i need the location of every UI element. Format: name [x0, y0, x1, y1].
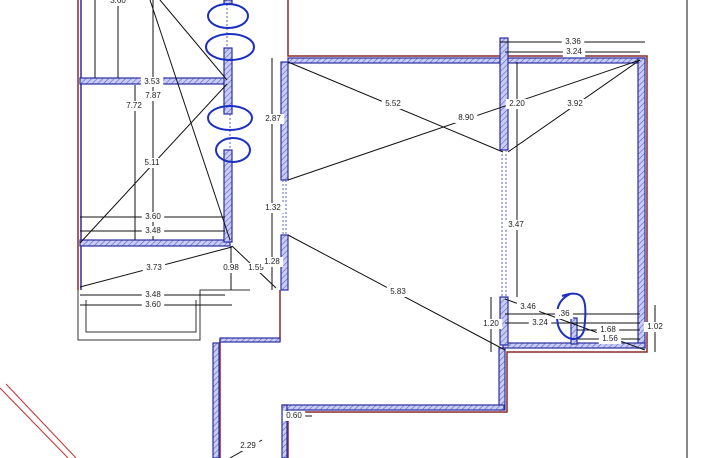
dimension-label: 1.32 — [265, 203, 281, 212]
label-background — [386, 287, 410, 297]
label-background — [479, 319, 503, 329]
label-background — [561, 37, 585, 47]
label-background — [381, 99, 405, 109]
dimension-label: 2.20 — [509, 99, 525, 108]
label-background — [122, 101, 146, 111]
dimension-label: 0.60 — [286, 411, 302, 420]
label-background — [141, 290, 165, 300]
dimension-label: 1.68 — [600, 325, 616, 334]
dimension-label: 5.11 — [145, 158, 161, 167]
label-background — [598, 334, 622, 344]
label-background — [282, 411, 306, 421]
dimension-label: 3.60 — [110, 0, 126, 5]
label-background — [528, 318, 552, 328]
label-background — [454, 113, 478, 123]
dimension-label: 1.20 — [483, 319, 499, 328]
dimension-label: 1.55 — [248, 263, 264, 272]
label-background — [140, 77, 164, 87]
dimension-label: 3.60 — [145, 212, 161, 221]
dimension-label: 3.48 — [145, 290, 161, 299]
dimension-labels: 3.603.537.877.725.112.871.323.603.483.73… — [106, 0, 667, 451]
label-background — [643, 322, 667, 332]
label-background — [219, 263, 243, 273]
dimension-label: 8.90 — [458, 113, 474, 122]
label-background — [142, 263, 166, 273]
dimension-label: .36 — [558, 309, 570, 318]
dimension-label: 7.87 — [145, 91, 161, 100]
dimension-lines — [79, 0, 656, 458]
dimension-label: 3.48 — [145, 226, 161, 235]
walls — [79, 0, 646, 458]
dimension-label: 3.36 — [565, 37, 581, 46]
dimension-label: 1.02 — [647, 322, 663, 331]
label-background — [141, 91, 165, 101]
dimension-label: 2.87 — [265, 114, 281, 123]
dimension-label: 2.29 — [240, 441, 256, 450]
exterior-outline — [0, 0, 688, 458]
dimension-label: 3.53 — [144, 77, 160, 86]
dimension-label: 7.72 — [126, 101, 142, 110]
label-background — [141, 300, 165, 310]
label-background — [261, 114, 285, 124]
label-background — [562, 47, 586, 57]
label-background — [504, 220, 528, 230]
dimension-label: 3.47 — [508, 220, 524, 229]
dimension-label: 5.52 — [385, 99, 401, 108]
label-background — [141, 226, 165, 236]
dimension-label: 1.56 — [602, 334, 618, 343]
label-background — [106, 0, 130, 6]
label-background — [516, 302, 540, 312]
handwritten-markups — [205, 3, 587, 340]
label-background — [140, 158, 164, 168]
label-background — [244, 263, 268, 273]
dimension-label: 1.28 — [264, 257, 280, 266]
label-background — [261, 203, 285, 213]
dimension-label: 3.46 — [520, 302, 536, 311]
dimension-label: 0.98 — [223, 263, 239, 272]
dimension-label: 5.83 — [390, 287, 406, 296]
label-background — [505, 99, 529, 109]
dimension-label: 3.60 — [145, 300, 161, 309]
dimension-label: 3.24 — [566, 47, 582, 56]
label-background — [563, 99, 587, 109]
label-background — [596, 325, 620, 335]
label-background — [555, 309, 573, 319]
label-background — [141, 212, 165, 222]
label-background — [260, 257, 284, 267]
dimension-label: 3.24 — [532, 318, 548, 327]
dimension-label: 3.73 — [146, 263, 162, 272]
label-background — [236, 441, 260, 451]
dimension-label: 3.92 — [567, 99, 583, 108]
